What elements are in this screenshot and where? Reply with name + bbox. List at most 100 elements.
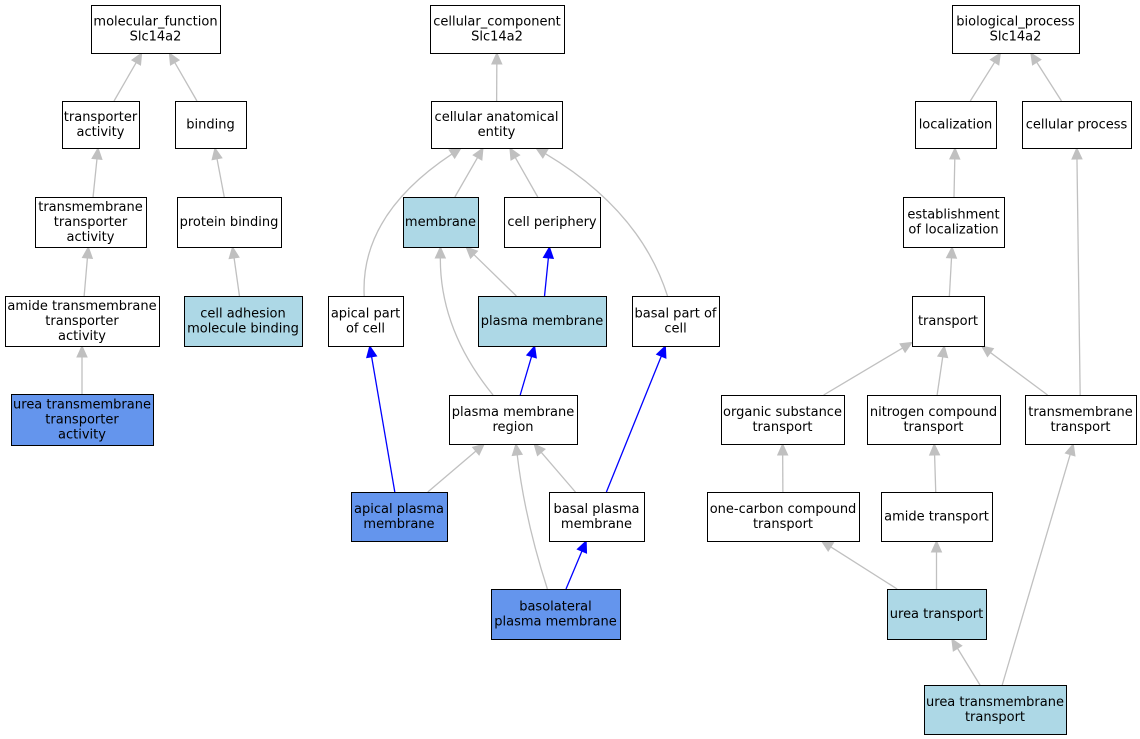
node-box[interactable] — [881, 492, 993, 542]
node-box[interactable] — [478, 296, 607, 347]
node-transport[interactable]: transport — [912, 296, 985, 347]
node-box[interactable] — [431, 101, 563, 149]
edge-utta-to-atta — [76, 344, 88, 394]
node-box[interactable] — [1022, 101, 1132, 149]
node-binding[interactable]: binding — [175, 101, 247, 149]
node-loc[interactable]: localization — [915, 101, 997, 149]
node-box[interactable] — [328, 296, 404, 347]
node-box[interactable] — [11, 394, 154, 446]
arrowhead — [472, 146, 484, 161]
node-box[interactable] — [912, 296, 985, 347]
node-amt[interactable]: amide transport — [881, 492, 993, 542]
node-cp[interactable]: cell periphery — [504, 197, 601, 248]
node-box[interactable] — [952, 5, 1080, 54]
node-cproc[interactable]: cellular process — [1022, 101, 1132, 149]
node-box[interactable] — [504, 197, 601, 248]
edge-utmt-to-ut — [951, 637, 981, 686]
node-box[interactable] — [903, 197, 1005, 248]
node-box[interactable] — [430, 5, 565, 54]
arrowhead — [776, 442, 789, 456]
node-label-line: establishment — [907, 208, 999, 223]
edge-apm-to-apc — [366, 344, 396, 493]
arrowhead — [655, 344, 667, 359]
node-label-line: Slc14a2 — [130, 30, 182, 45]
arrowhead — [928, 442, 941, 456]
node-label-line: molecular_function — [93, 15, 217, 30]
node-label-line: activity — [58, 428, 106, 443]
node-box[interactable] — [35, 197, 147, 248]
node-box[interactable] — [867, 395, 1001, 445]
node-box[interactable] — [62, 101, 140, 149]
edge-pmr-to-pm — [519, 344, 537, 396]
edge-pm-to-membrane — [465, 246, 517, 297]
arrowhead — [434, 245, 447, 259]
node-label-line: organic substance — [723, 405, 842, 420]
node-label-line: apical plasma — [354, 502, 444, 517]
node-box[interactable] — [177, 197, 282, 248]
node-box[interactable] — [632, 296, 720, 347]
node-box[interactable] — [351, 492, 448, 542]
node-box[interactable] — [184, 296, 303, 347]
arrowhead — [1071, 146, 1083, 160]
node-pm[interactable]: plasma membrane — [478, 296, 607, 347]
node-label-line: activity — [67, 230, 115, 245]
node-pb[interactable]: protein binding — [177, 197, 282, 248]
node-label-line: transport — [753, 517, 813, 532]
node-box[interactable] — [887, 589, 987, 640]
edge-line — [540, 451, 576, 493]
edge-bpm-to-pmr — [533, 443, 576, 493]
node-box[interactable] — [91, 5, 221, 54]
node-ut[interactable]: urea transport — [887, 589, 987, 640]
edge-camb-to-pb — [228, 245, 241, 297]
node-label-line: transmembrane — [1028, 405, 1133, 420]
edge-tmt-to-transport — [980, 345, 1048, 396]
arrowhead — [525, 344, 537, 359]
node-label-line: transport — [752, 420, 812, 435]
node-box[interactable] — [1025, 395, 1137, 445]
node-box[interactable] — [5, 296, 160, 347]
arrowhead — [980, 345, 995, 358]
node-box[interactable] — [915, 101, 997, 149]
edge-cproc-to-bp — [1030, 51, 1063, 102]
arrowhead — [465, 246, 479, 260]
arrowhead — [1030, 51, 1042, 66]
node-box[interactable] — [707, 492, 860, 542]
node-label-line: amide transmembrane — [7, 299, 156, 314]
edge-nct-to-transport — [936, 344, 949, 396]
node-box[interactable] — [924, 685, 1067, 735]
node-label-line: cell adhesion — [200, 307, 286, 322]
edge-binding-to-mf — [168, 51, 198, 102]
node-box[interactable] — [449, 395, 578, 445]
arrowhead — [576, 539, 588, 554]
node-box[interactable] — [403, 197, 479, 248]
node-box[interactable] — [721, 395, 845, 445]
edge-line — [439, 257, 494, 396]
node-label-line: transporter — [45, 413, 119, 428]
node-membrane[interactable]: membrane — [403, 197, 479, 248]
node-box[interactable] — [549, 492, 645, 542]
node-box[interactable] — [175, 101, 247, 149]
node-box[interactable] — [491, 589, 621, 640]
edge-line — [933, 454, 937, 493]
